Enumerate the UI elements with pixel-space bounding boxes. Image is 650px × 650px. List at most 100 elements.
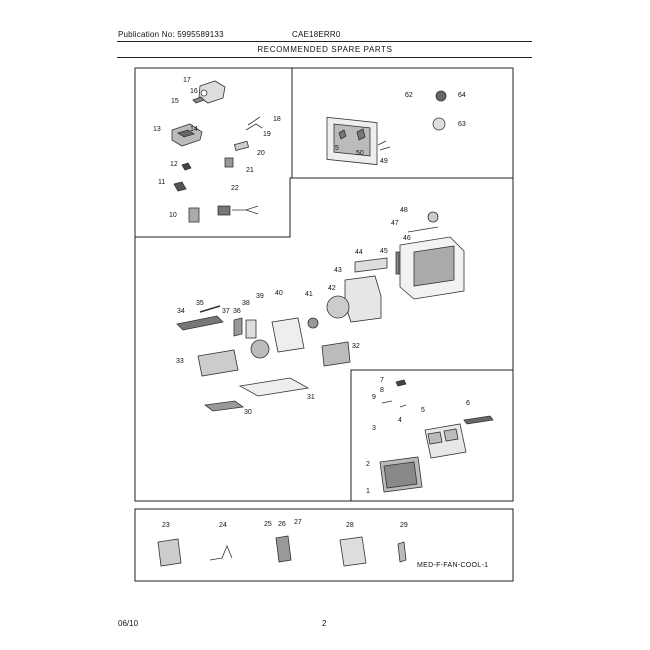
callout-34: 34	[177, 308, 185, 315]
part-64-knob	[435, 90, 447, 102]
callout-43: 43	[334, 267, 342, 274]
part-11-knob	[173, 181, 187, 192]
part-22-cord	[232, 205, 259, 215]
callout-28: 28	[346, 522, 354, 529]
callout-27: 27	[294, 519, 302, 526]
callout-5: 5	[335, 145, 339, 152]
callout-63: 63	[458, 121, 466, 128]
diagram-frame	[134, 67, 514, 502]
part-12-knob	[181, 162, 192, 171]
part-3-frame-slot-b	[443, 428, 459, 442]
diagram-code: MED-F-FAN-COOL-1	[417, 562, 488, 569]
part-37-mount	[233, 317, 243, 337]
part-39-blower-wheel	[250, 339, 270, 359]
callout-21: 21	[246, 167, 254, 174]
callout-33: 33	[176, 358, 184, 365]
callout-64: 64	[458, 92, 466, 99]
callout-40: 40	[275, 290, 283, 297]
part-17-bracket	[198, 80, 226, 104]
part-49-screw	[377, 140, 391, 151]
footer-page-number: 2	[322, 619, 327, 628]
part-25-26-compressor	[275, 535, 292, 563]
part-6-track	[463, 415, 494, 425]
callout-3: 3	[372, 425, 376, 432]
callout-41: 41	[305, 291, 313, 298]
callout-46: 46	[403, 235, 411, 242]
top-right-parts	[326, 90, 447, 166]
part-7-screw	[395, 379, 407, 387]
callout-50: 50	[356, 150, 364, 157]
callout-31: 31	[307, 394, 315, 401]
inset-parts	[379, 379, 494, 493]
callout-62: 62	[405, 92, 413, 99]
callout-12: 12	[170, 161, 178, 168]
callout-14: 14	[190, 126, 198, 133]
part-14-switch	[177, 129, 195, 138]
part-40-motor	[271, 317, 305, 353]
part-45-rod	[395, 251, 400, 275]
callout-17: 17	[183, 77, 191, 84]
part-50-clip	[356, 128, 366, 141]
part-9-screw	[399, 404, 407, 408]
callout-45: 45	[380, 248, 388, 255]
part-8-screw	[381, 400, 393, 404]
page-title: RECOMMENDED SPARE PARTS	[257, 45, 393, 54]
model-number: CAE18ERR0	[292, 30, 341, 39]
callout-49: 49	[380, 158, 388, 165]
part-24-tube	[209, 544, 233, 561]
part-35-rod	[199, 305, 221, 313]
part-47-strip	[407, 226, 439, 233]
part-20-sensor	[233, 140, 250, 151]
part-2-filter-mesh	[383, 461, 418, 489]
part-3-frame-slot-a	[427, 431, 443, 445]
part-63-knob	[432, 117, 446, 131]
part-46-cabinet-vents	[413, 245, 455, 287]
main-exploded-parts	[176, 211, 465, 412]
callout-23: 23	[162, 522, 170, 529]
part-18-wire	[245, 116, 263, 131]
footer-date: 06/10	[118, 619, 139, 628]
callout-24: 24	[219, 522, 227, 529]
callout-15: 15	[171, 98, 179, 105]
callout-10: 10	[169, 212, 177, 219]
part-31-chassis	[238, 377, 310, 397]
part-34-bar	[176, 315, 224, 331]
part-22-board	[217, 205, 231, 216]
callout-36: 36	[233, 308, 241, 315]
part-16-screw	[200, 89, 208, 97]
part-42-fan-blade	[326, 295, 350, 319]
callout-32: 32	[352, 343, 360, 350]
header-rule-top	[117, 41, 532, 42]
bottom-parts	[157, 535, 407, 567]
part-32-control-box	[321, 341, 351, 367]
part-23-evaporator	[157, 538, 182, 567]
part-62-grille-louvers	[333, 123, 371, 157]
part-10-remote	[188, 207, 200, 223]
callout-48: 48	[400, 207, 408, 214]
publication-number: Publication No: 5995589133	[118, 30, 224, 39]
callout-25: 25	[264, 521, 272, 528]
header-rule-bottom	[117, 57, 532, 58]
callout-37: 37	[222, 308, 230, 315]
callout-18: 18	[273, 116, 281, 123]
callout-29: 29	[400, 522, 408, 529]
part-41-motor-shaft	[307, 317, 319, 329]
part-30-rail	[203, 400, 245, 412]
callout-5: 5	[421, 407, 425, 414]
part-48-fitting	[427, 211, 439, 223]
part-29-valve	[397, 541, 407, 563]
callout-6: 6	[466, 400, 470, 407]
inset-box-bottom-right	[350, 369, 513, 501]
callout-8: 8	[380, 387, 384, 394]
part-33-base-pan	[197, 349, 239, 377]
callout-35: 35	[196, 300, 204, 307]
bottom-parts-strip	[134, 508, 514, 582]
callout-19: 19	[263, 131, 271, 138]
callout-20: 20	[257, 150, 265, 157]
callout-11: 11	[158, 179, 165, 186]
part-15-clip	[192, 96, 205, 104]
part-43-shroud	[344, 275, 382, 323]
callout-42: 42	[328, 285, 336, 292]
